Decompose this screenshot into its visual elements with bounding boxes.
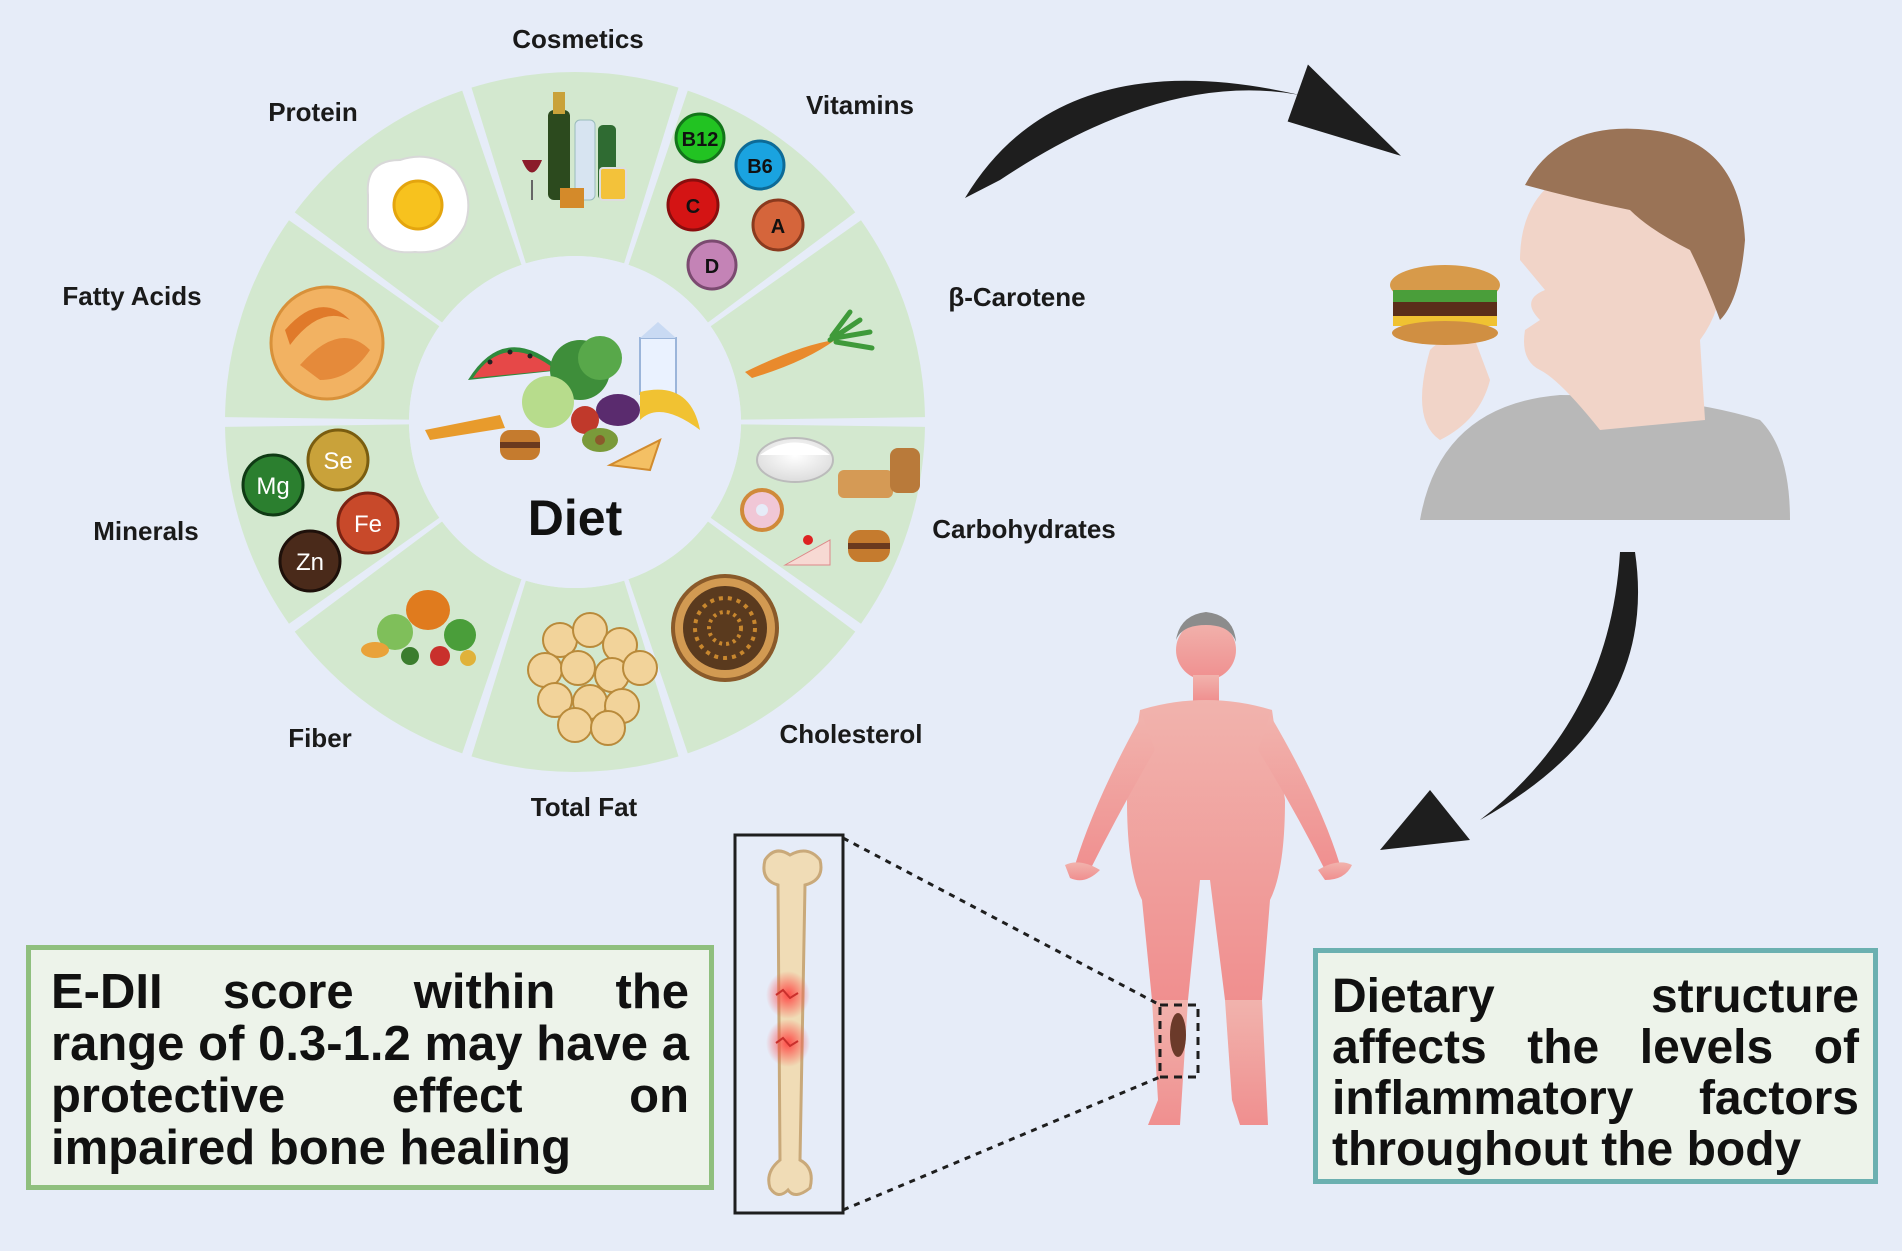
- diet-food-pile-icon: [425, 322, 700, 472]
- fatty-acids-icon: [269, 285, 385, 401]
- mineral-badge-se: Se: [323, 448, 352, 475]
- drinks-icon: [522, 92, 627, 208]
- vitamin-badge-c: C: [686, 196, 700, 218]
- vitamin-badge-b6: B6: [747, 156, 773, 178]
- human-body-icon: [1065, 612, 1352, 1125]
- segment-label-beta-carotene: β-Carotene: [948, 282, 1085, 312]
- segment-label-total-fat: Total Fat: [531, 792, 638, 822]
- mineral-badge-fe: Fe: [354, 511, 382, 538]
- segment-label-cholesterol: Cholesterol: [779, 719, 922, 749]
- ediI-conclusion-box: E-DII score within the range of 0.3-1.2 …: [26, 945, 714, 1190]
- fat-cell: [537, 682, 573, 718]
- highlight-box: [1158, 1003, 1200, 1079]
- mineral-badge-zn: Zn: [296, 549, 324, 576]
- mineral-badges: Mg Se Fe Zn: [241, 428, 400, 593]
- segment-label-cosmetics: Cosmetics: [512, 24, 644, 54]
- fat-cell: [527, 652, 563, 688]
- vitamin-badge-d: D: [705, 256, 719, 278]
- fat-cell: [590, 710, 626, 746]
- arrow-to-body-icon: [1380, 552, 1639, 850]
- segment-label-protein: Protein: [268, 97, 358, 127]
- segment-label-minerals: Minerals: [93, 516, 199, 546]
- zoom-line-bottom: [842, 1075, 1161, 1212]
- fat-cell: [572, 612, 608, 648]
- carrot-icon: [745, 309, 875, 378]
- carbohydrates-icon: [740, 437, 920, 566]
- inflammation-summary-box: Dietary structure affects the levels of …: [1313, 948, 1878, 1184]
- fat-cell: [560, 650, 596, 686]
- vitamin-badge-a: A: [771, 216, 785, 238]
- fat-cells-icon: [527, 612, 658, 746]
- fat-cell: [557, 707, 593, 743]
- person-eating-icon: [1390, 128, 1790, 520]
- segment-label-fatty-acids: Fatty Acids: [62, 281, 201, 311]
- zoom-line-top: [842, 836, 1161, 1007]
- fat-cell: [622, 650, 658, 686]
- mineral-badge-mg: Mg: [256, 473, 289, 500]
- fried-egg-icon: [366, 155, 470, 254]
- vitamin-badges: B12 B6 C A D: [666, 112, 805, 291]
- bone-zoom-panel: [733, 833, 845, 1215]
- vitamin-badge-b12: B12: [682, 129, 719, 151]
- segment-label-fiber: Fiber: [288, 723, 352, 753]
- cholesterol-icon: [671, 574, 779, 682]
- arrow-to-person-icon: [965, 64, 1401, 198]
- segment-label-carbohydrates: Carbohydrates: [932, 514, 1116, 544]
- vegetables-icon: [361, 590, 476, 666]
- segment-label-vitamins: Vitamins: [806, 90, 914, 120]
- diet-center-label: Diet: [528, 490, 623, 546]
